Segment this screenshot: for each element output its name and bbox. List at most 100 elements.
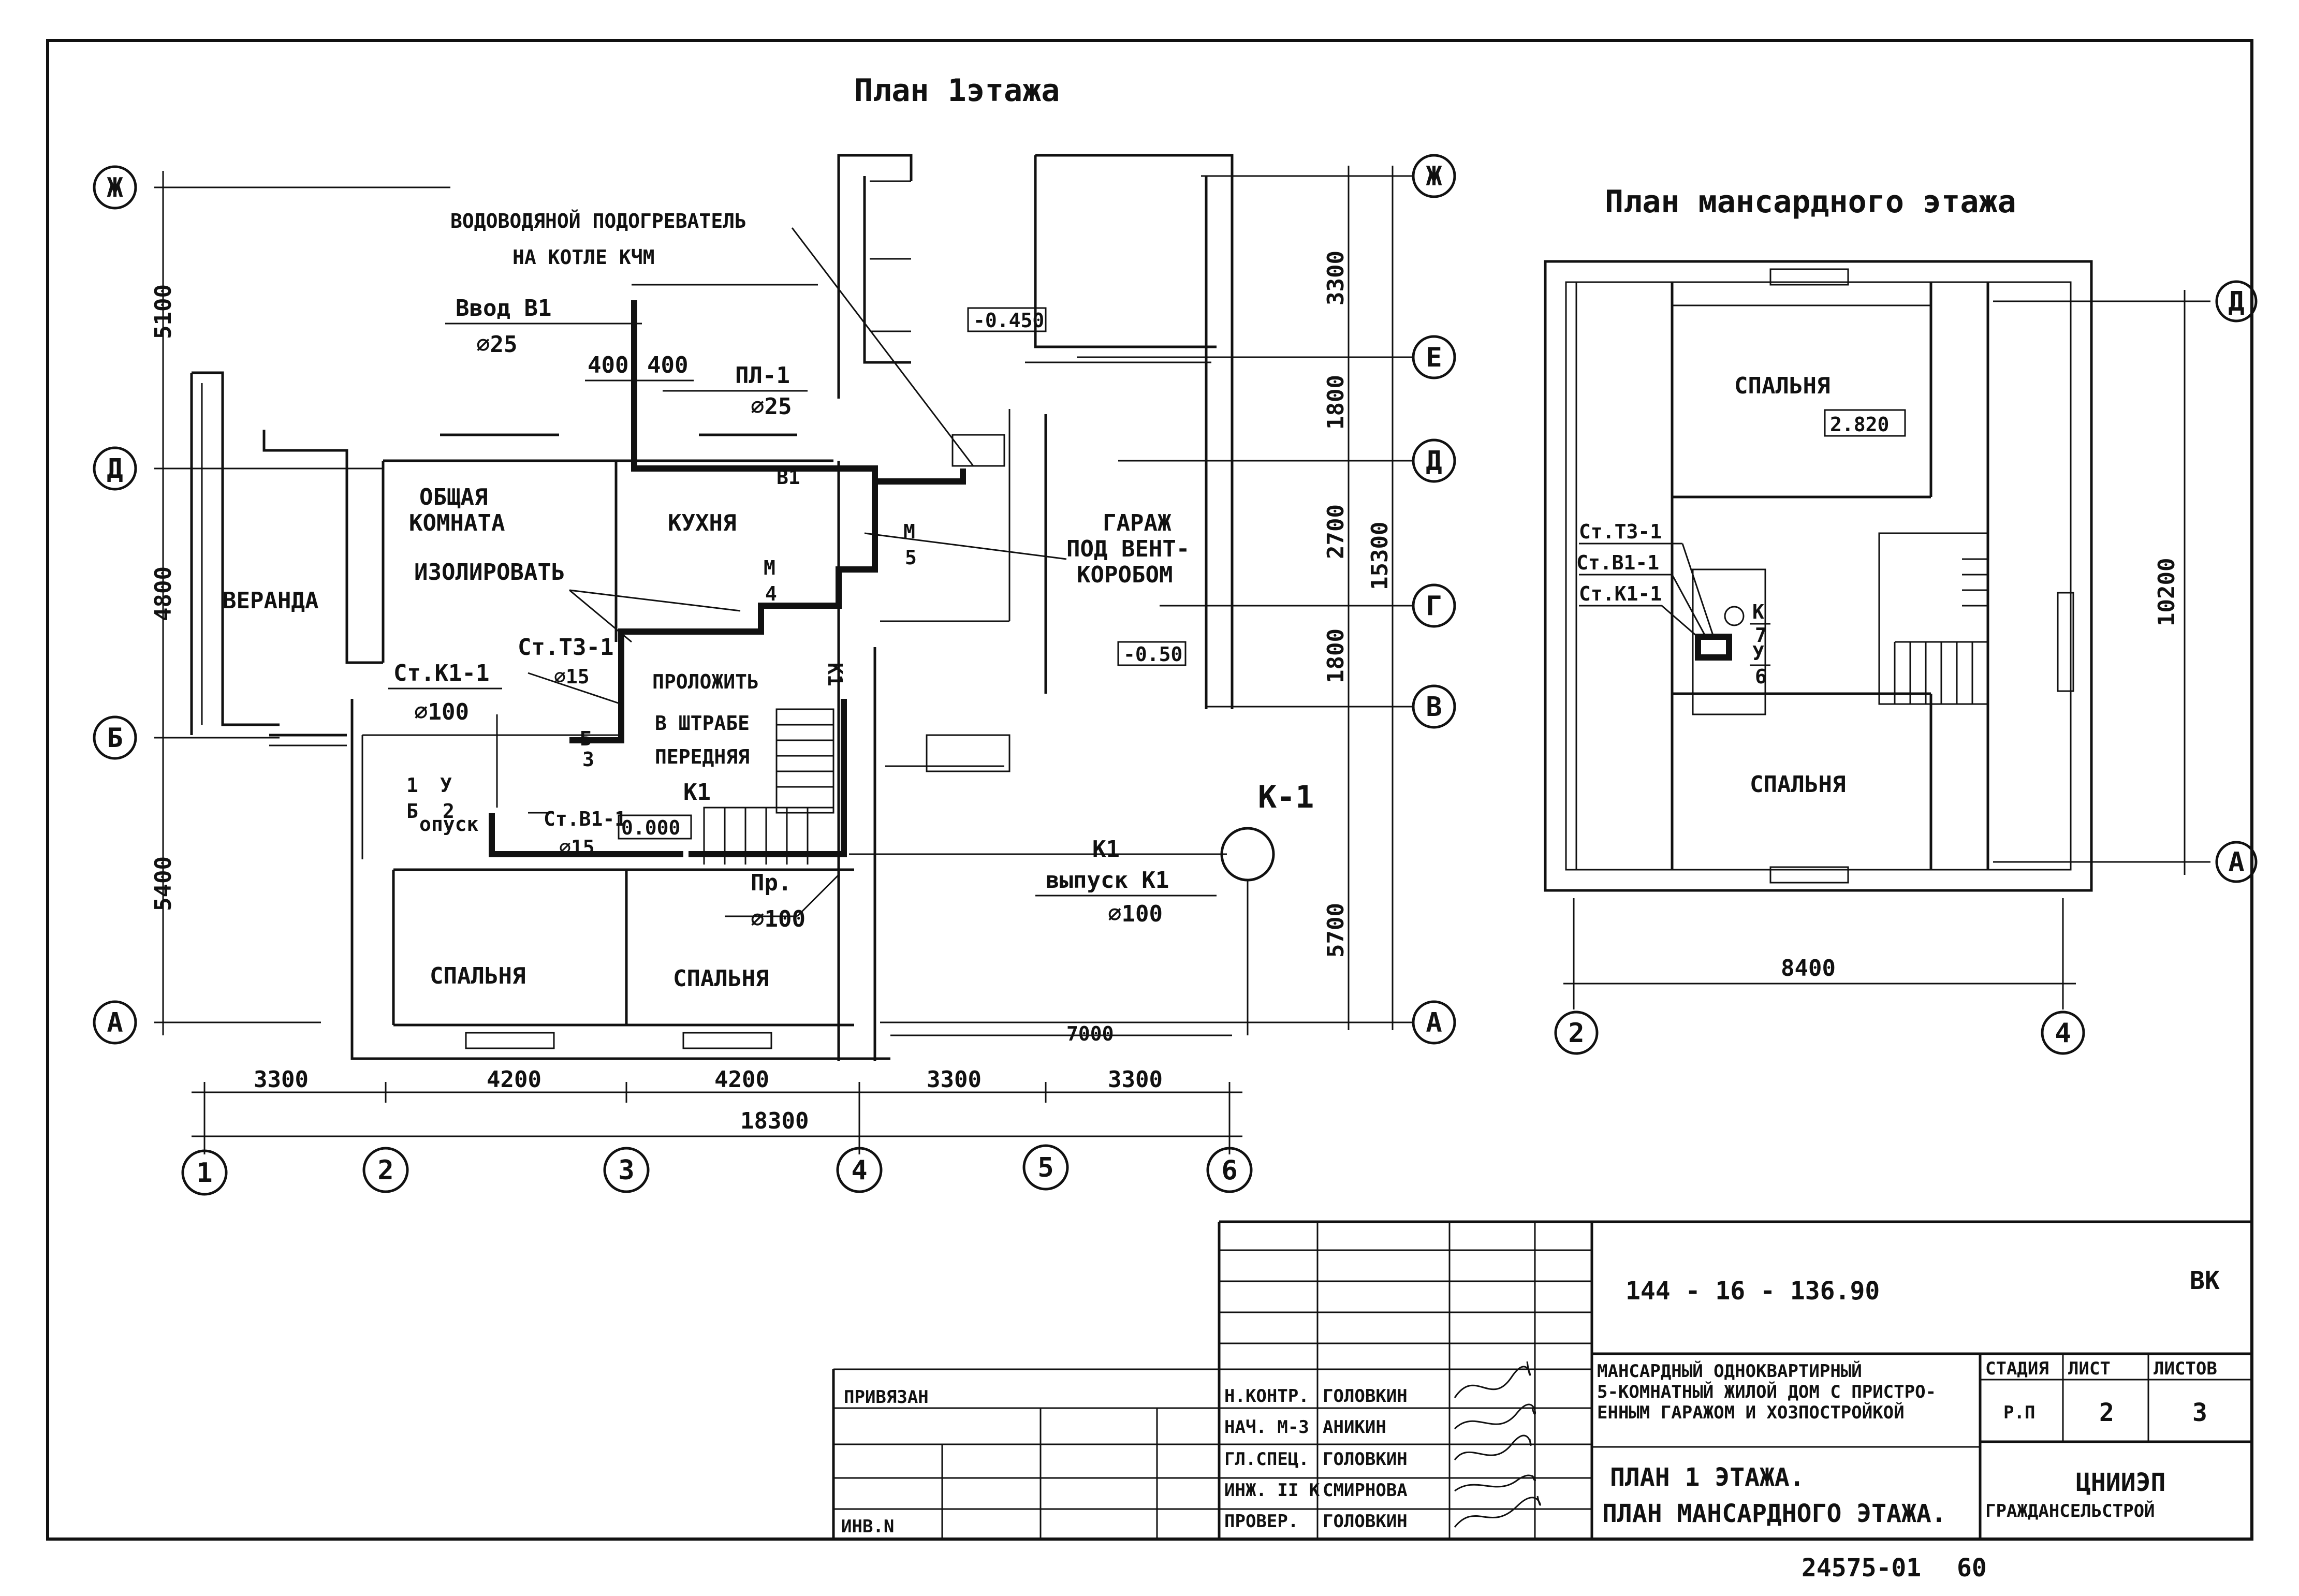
dim-left-2: 4800 — [150, 566, 177, 621]
stamp-lists: 3 — [2192, 1398, 2207, 1427]
axis-col-3: 3 — [618, 1155, 634, 1186]
attic-label-k: К — [1752, 601, 1764, 623]
attic-axis-row-a: А — [2228, 847, 2244, 878]
dim-bottom-2: 4200 — [487, 1066, 541, 1093]
label-m5: М — [903, 520, 915, 543]
stamp-project-3: ЕННЫМ ГАРАЖОМ И ХОЗПОСТРОЙКОЙ — [1597, 1402, 1905, 1423]
note-lay-3: ПЕРЕДНЯЯ — [655, 745, 750, 768]
attic-stairs — [1878, 532, 2074, 705]
dim-right-4: 1800 — [1323, 628, 1349, 683]
axis-col-5: 5 — [1037, 1152, 1053, 1183]
plan1-title: План 1этажа — [854, 72, 1060, 109]
label-y2-num: 2 — [443, 800, 455, 823]
axis-row-v-right: В — [1426, 692, 1442, 723]
note-stt31: Ст.Т3-1 — [518, 634, 613, 661]
stamp-sheet-2: ПЛАН МАНСАРДНОГО ЭТАЖА. — [1602, 1499, 1946, 1528]
note-stv11-diameter: ⌀15 — [559, 836, 595, 859]
axis-row-zh-left: Ж — [107, 172, 123, 203]
stamp-lists-header: ЛИСТОВ — [2154, 1358, 2217, 1379]
label-m4: М — [764, 557, 775, 579]
dim-bottom-1: 3300 — [254, 1066, 309, 1093]
dim-bottom-3: 4200 — [714, 1066, 769, 1093]
axis-col-1: 1 — [196, 1158, 212, 1189]
stairs — [703, 708, 834, 865]
stamp-sheet-1: ПЛАН 1 ЭТАЖА. — [1610, 1463, 1805, 1492]
dim-left-1: 5100 — [150, 284, 177, 339]
title-block: ПРИВЯЗАН ИНВ.N Н.КОНТР. НАЧ. М-3 ГЛ.СПЕЦ… — [832, 1220, 2252, 1539]
axis-row-a-right: А — [1426, 1007, 1442, 1038]
note-vypusk: выпуск К1 — [1046, 867, 1169, 894]
note-vypusk-diameter: ⌀100 — [1108, 901, 1163, 927]
dim-7000: 7000 — [1066, 1022, 1114, 1045]
axis-row-a-left: А — [107, 1007, 123, 1038]
stamp-code: 144 - 16 - 136.90 — [1626, 1277, 1880, 1306]
stamp-project-1: МАНСАРДНЫЙ ОДНОКВАРТИРНЫЙ — [1597, 1360, 1862, 1382]
stamp-role-3: ГЛ.СПЕЦ. — [1224, 1449, 1309, 1470]
label-b1s-num: Б — [406, 800, 418, 823]
label-b3-num: 3 — [582, 748, 594, 771]
dim-left-3: 5400 — [150, 856, 177, 911]
note-stt31-diameter: ⌀15 — [554, 665, 590, 688]
label-b1s: 1 — [406, 774, 418, 797]
stamp-mark: ВК — [2190, 1266, 2220, 1295]
label-b1: В1 — [777, 466, 800, 489]
attic-axis-col-4: 4 — [2055, 1018, 2071, 1049]
dim-bottom-total: 18300 — [740, 1108, 809, 1134]
dim-top-2: 400 — [647, 352, 688, 378]
sheet-frame — [46, 39, 2253, 1541]
stamp-project-2: 5-КОМНАТНЫЙ ЖИЛОЙ ДОМ С ПРИСТРО- — [1597, 1381, 1936, 1402]
note-lay-1: ПРОЛОЖИТЬ — [652, 670, 759, 693]
level-mark-1: -0.450 — [973, 309, 1044, 332]
room-bedroom-1: СПАЛЬНЯ — [430, 963, 525, 989]
label-m4-num: 4 — [765, 582, 777, 605]
note-lay-2: В ШТРАБЕ — [655, 712, 750, 735]
attic-axis-col-2: 2 — [1568, 1018, 1584, 1049]
stamp-stage-header: СТАДИЯ — [1985, 1358, 2049, 1379]
stamp-name-2: АНИКИН — [1323, 1417, 1386, 1438]
axis-markers-right: Ж Е Д Г В А — [1412, 154, 1456, 1045]
attic-room-bedroom-bottom: СПАЛЬНЯ — [1750, 771, 1846, 798]
stamp-name-3: ГОЛОВКИН — [1323, 1449, 1408, 1470]
stamp-role-2: НАЧ. М-3 — [1224, 1417, 1309, 1438]
footer-page: 60 — [1957, 1554, 1987, 1583]
dim-right-1: 3300 — [1323, 251, 1349, 305]
attic-dim-width: 8400 — [1781, 955, 1836, 982]
attic-label-y-num: 6 — [1755, 665, 1767, 688]
dim-right-2: 1800 — [1323, 375, 1349, 430]
stamp-stage: Р.П — [2003, 1402, 2035, 1423]
note-opusk: опуск — [419, 813, 479, 836]
plan2-title: План мансардного этажа — [1605, 184, 2016, 220]
stamp-inv: ИНВ.N — [841, 1516, 894, 1537]
attic-dim-height: 10200 — [2154, 558, 2180, 626]
stamp-name-5: ГОЛОВКИН — [1323, 1511, 1408, 1532]
note-stv11: Ст.В1-1 — [544, 808, 626, 830]
first-floor-plan: План 1этажа 5100 4800 5400 3300 1800 — [93, 72, 1456, 1196]
note-well-k1: К-1 — [1258, 779, 1314, 815]
axis-col-4: 4 — [851, 1155, 867, 1186]
level-mark-3: 0.000 — [621, 816, 680, 839]
attic-label-y: У — [1752, 642, 1764, 665]
label-k1-vertical: К1 — [824, 663, 846, 686]
axis-row-b-left: Б — [107, 723, 123, 754]
label-m5-num: 5 — [905, 546, 917, 569]
stamp-role-4: ИНЖ. II К — [1224, 1480, 1320, 1501]
level-mark-2: -0.50 — [1123, 643, 1182, 666]
label-k1: К1 — [683, 779, 711, 806]
note-pl1-diameter: ⌀25 — [751, 393, 792, 420]
axis-col-2: 2 — [377, 1155, 393, 1186]
label-y2: У — [440, 774, 452, 797]
plan1-pipes — [489, 227, 1275, 1035]
axis-row-g-right: Г — [1426, 591, 1442, 622]
attic-level-mark: 2.820 — [1830, 413, 1889, 436]
axis-row-d-right: Д — [1426, 446, 1442, 477]
attic-axis-row-d: Д — [2228, 286, 2244, 317]
note-pl1: ПЛ-1 — [735, 362, 790, 389]
note-isolate: ИЗОЛИРОВАТЬ — [414, 559, 565, 585]
room-kitchen: КУХНЯ — [668, 510, 736, 536]
room-veranda: ВЕРАНДА — [223, 588, 318, 614]
dim-bottom-4: 3300 — [927, 1066, 982, 1093]
stamp-org-1: ЦНИИЭП — [2076, 1468, 2165, 1497]
stamp-name-4: СМИРНОВА — [1323, 1480, 1408, 1501]
attic-room-bedroom-top: СПАЛЬНЯ — [1734, 373, 1830, 399]
